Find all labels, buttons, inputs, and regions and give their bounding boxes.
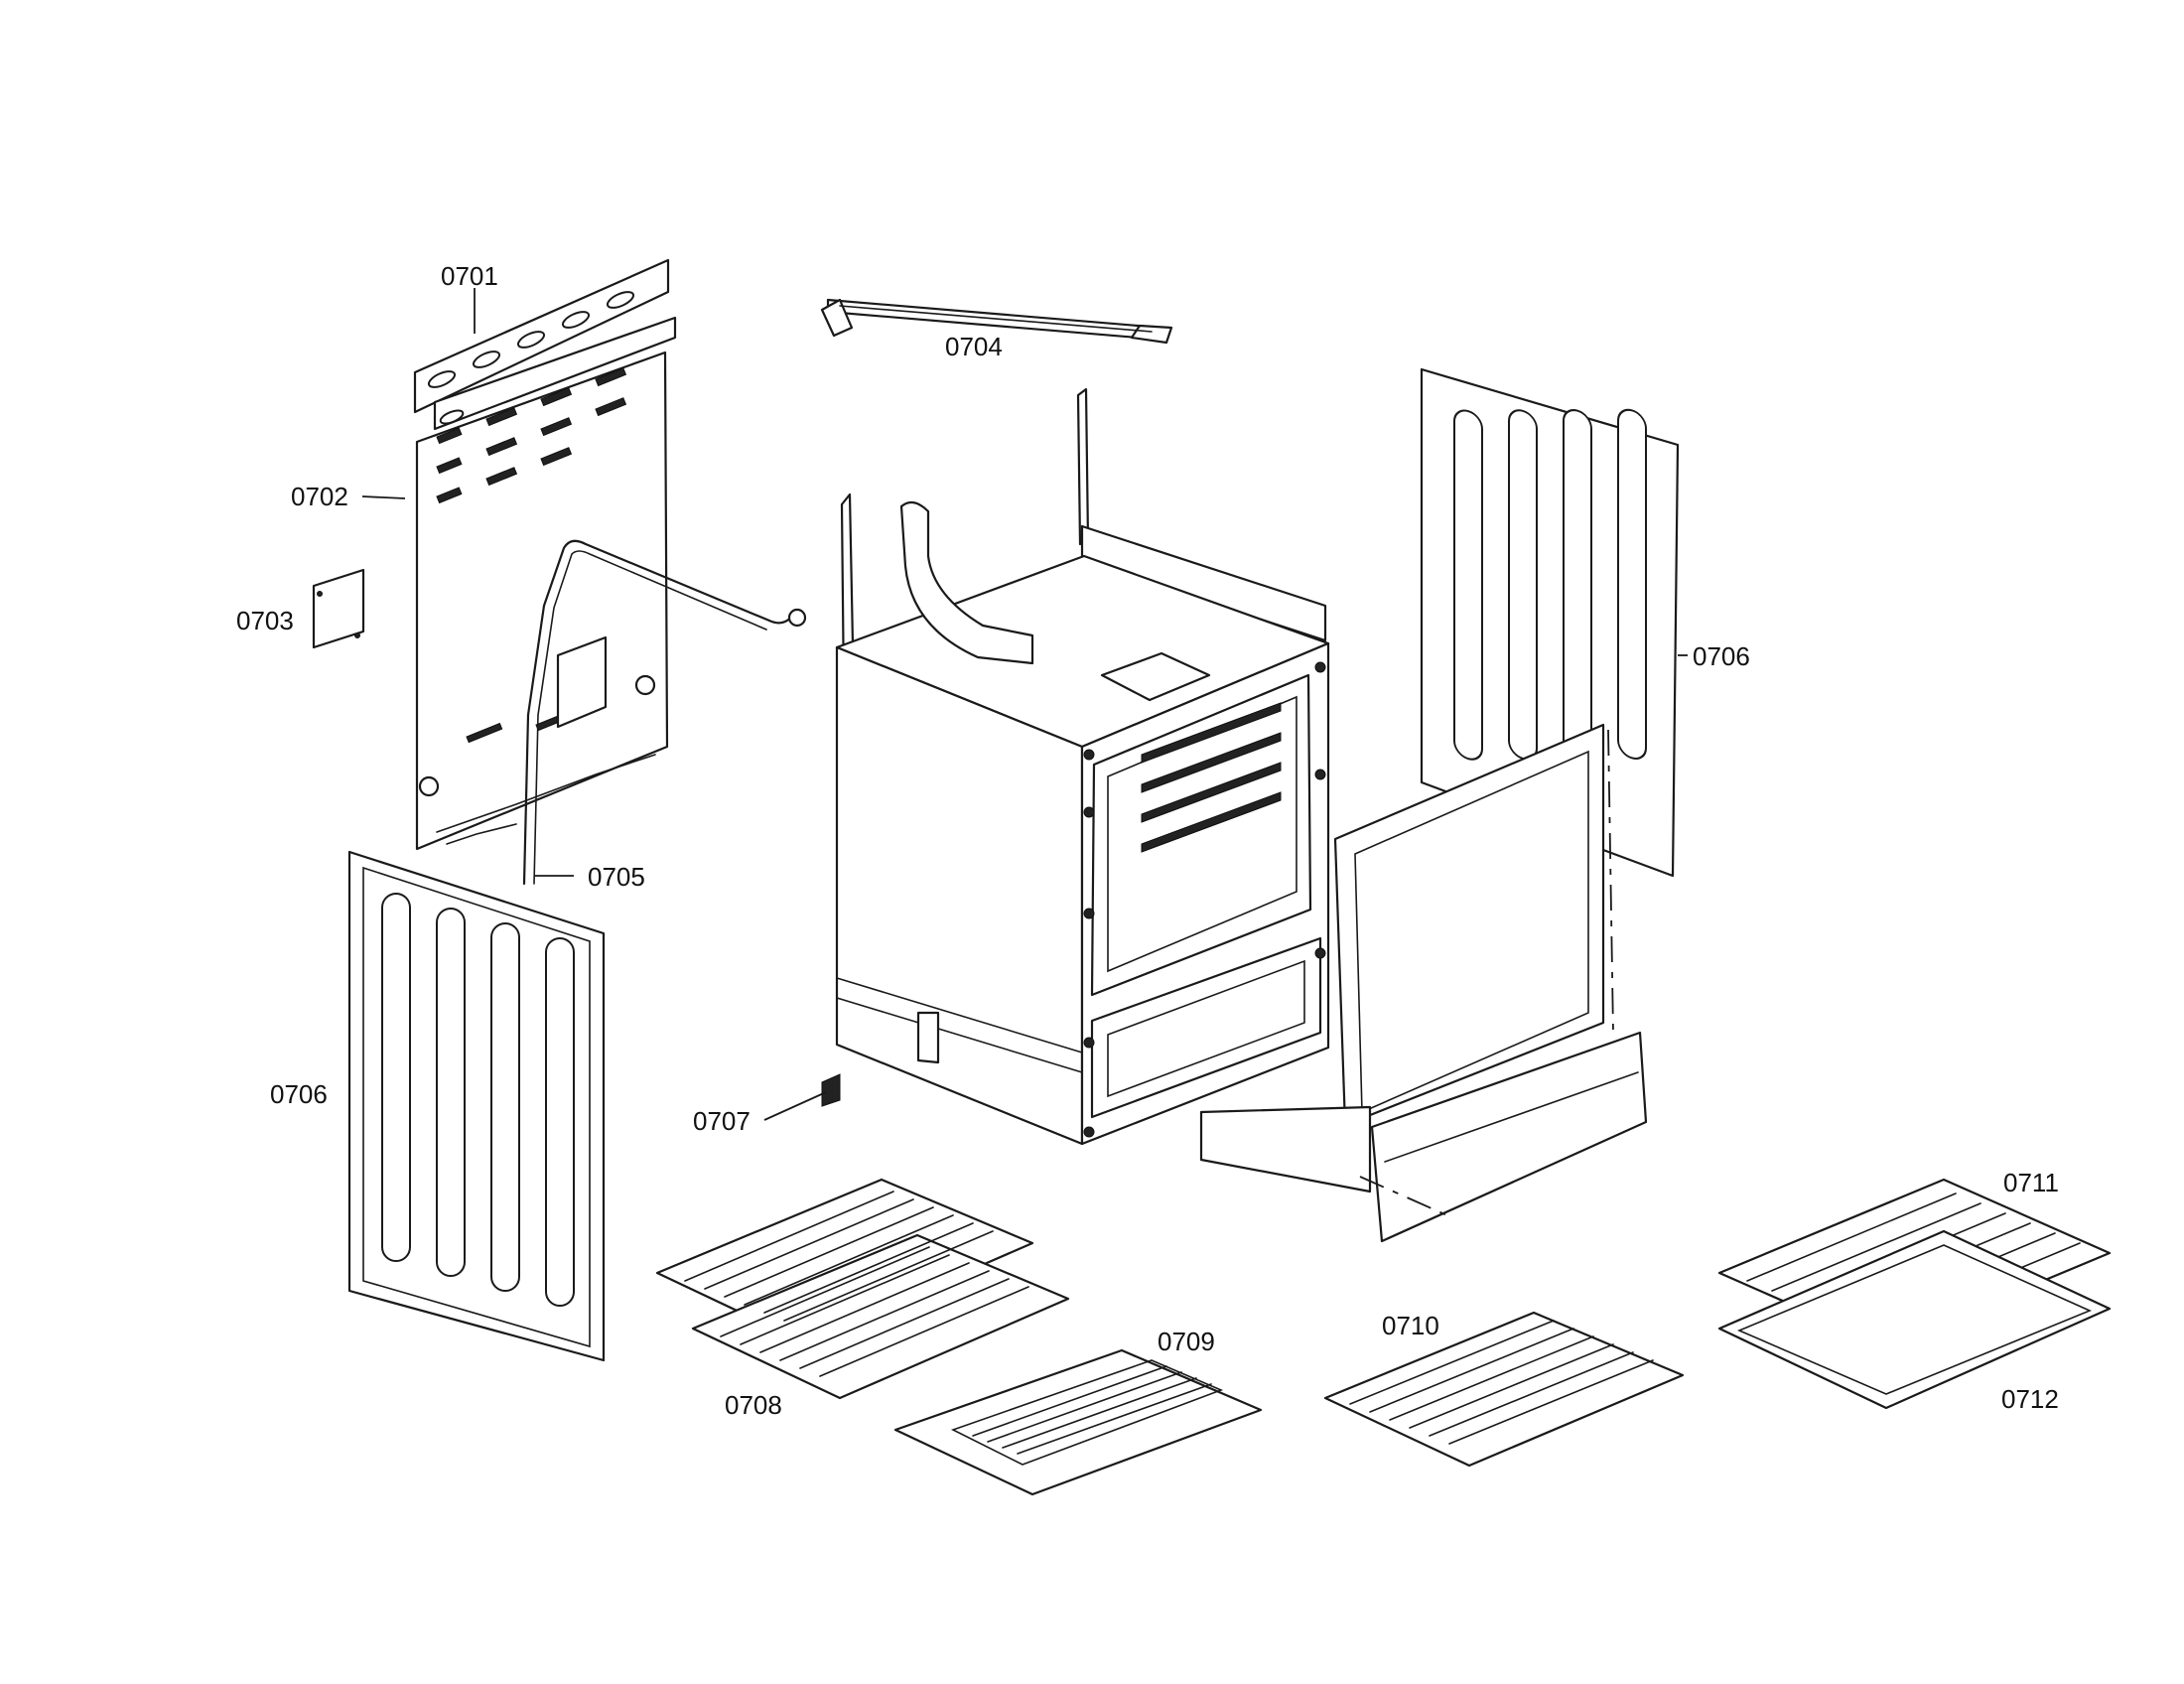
- half-rack: [1323, 1311, 1685, 1468]
- callout-labels: 0701 0702 0703 0704 0705 0706 0706 0707 …: [236, 261, 2059, 1420]
- gliding-rack: [893, 1348, 1263, 1496]
- side-panel-left: [347, 850, 606, 1362]
- gas-tube: [522, 539, 807, 886]
- callout-0709: 0709: [1158, 1327, 1215, 1356]
- rear-panel: [415, 351, 669, 851]
- callout-0711: 0711: [2003, 1168, 2059, 1197]
- callout-0707: 0707: [693, 1106, 751, 1136]
- callout-0701: 0701: [441, 261, 498, 291]
- callout-0703: 0703: [236, 606, 294, 635]
- callout-0704: 0704: [945, 332, 1003, 361]
- side-panel-right: [1420, 367, 1680, 878]
- callout-0702: 0702: [291, 482, 348, 511]
- access-cover: [312, 568, 365, 649]
- top-trim-panel: [413, 258, 677, 431]
- callout-0710: 0710: [1382, 1311, 1439, 1340]
- callout-0712: 0712: [2001, 1384, 2059, 1414]
- oven-racks: [655, 1178, 1070, 1400]
- leveling-leg: [821, 1073, 841, 1107]
- oven-door: [1333, 723, 1614, 1127]
- storage-drawer: [1199, 1031, 1648, 1243]
- callout-0708: 0708: [725, 1390, 782, 1420]
- top-frame-rail: [820, 298, 1173, 345]
- callout-0705: 0705: [588, 862, 645, 892]
- callout-0706-right: 0706: [1693, 641, 1750, 671]
- leader-lines: [361, 288, 1688, 1121]
- broil-pan: [1717, 1229, 2112, 1410]
- oven-cabinet: [821, 387, 1330, 1146]
- callout-0706-left: 0706: [270, 1079, 328, 1109]
